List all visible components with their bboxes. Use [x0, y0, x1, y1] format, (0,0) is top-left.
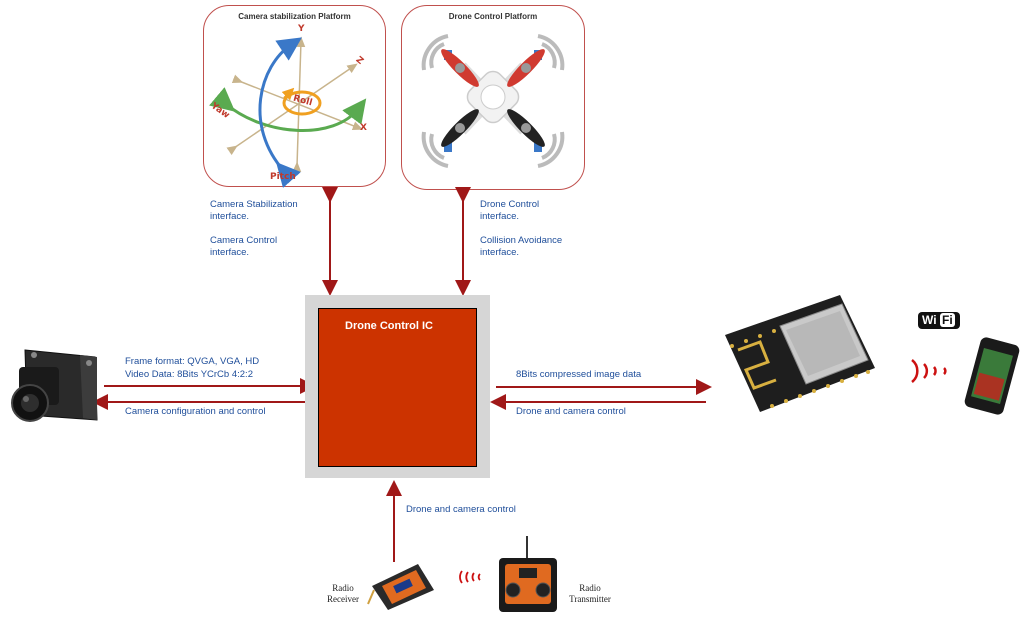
wifi-module-image [725, 295, 875, 412]
camera-stabilization-title: Camera stabilization Platform [238, 12, 351, 21]
frame-format-label: Frame format: QVGA, VGA, HD [125, 356, 260, 367]
camera-stabilization-panel: Camera stabilization Platform Y Z X Roll… [203, 5, 386, 188]
axis-label-y: Y [298, 24, 305, 34]
wifi-signal-icon [911, 359, 947, 383]
radio-receiver-image [367, 564, 434, 610]
wifi-logo: Wi Fi [918, 312, 960, 329]
radio-transmitter-image [499, 536, 557, 612]
camera-module-image [11, 349, 98, 422]
smartphone-image [964, 337, 1020, 415]
drone-control-ic [318, 308, 477, 467]
radio-control-label: Drone and camera control [406, 504, 516, 515]
drone-control-title: Drone Control Platform [448, 12, 538, 21]
axis-label-x: X [360, 123, 367, 133]
drone-control-panel: Drone Control Platform [401, 5, 585, 190]
compressed-image-label: 8Bits compressed image data [516, 369, 642, 380]
video-data-label: Video Data: 8Bits YCrCb 4:2:2 [125, 369, 253, 380]
radio-signal-icon [459, 570, 481, 584]
quadcopter-image [421, 34, 565, 168]
axis-label-pitch: Pitch [270, 172, 296, 182]
wifi-control-label: Drone and camera control [516, 406, 626, 417]
camera-config-label: Camera configuration and control [125, 406, 266, 417]
gimbal-axes-diagram [209, 36, 367, 188]
drone-control-ic-title: Drone Control IC [345, 320, 433, 332]
